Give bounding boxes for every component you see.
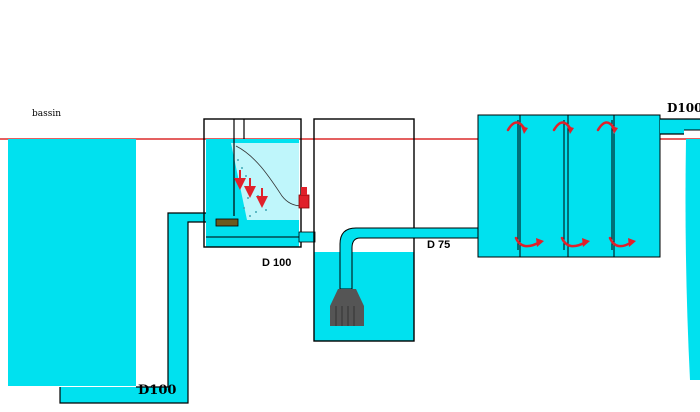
pipe-label-bottom: D100 [138,383,176,398]
return-pipe [660,118,700,135]
arrow-down-icon [234,170,268,208]
connector-pipe [298,231,316,243]
settlement-chamber [203,118,302,248]
filter-block [215,218,239,227]
pipe-label-top-right: D100 [667,101,700,115]
bio-filter [477,114,661,258]
pipe-label-d75: D 75 [427,239,450,251]
valve-icon [298,187,310,209]
basin-label: bassin [32,109,61,119]
spray-line [235,145,303,207]
pump-chamber [313,118,415,342]
bottom-pipe [59,212,208,404]
baffle-arrowheads [521,126,636,247]
basin [8,139,136,388]
pipe-label-middle: D 100 [262,257,291,269]
right-basin [685,139,700,380]
